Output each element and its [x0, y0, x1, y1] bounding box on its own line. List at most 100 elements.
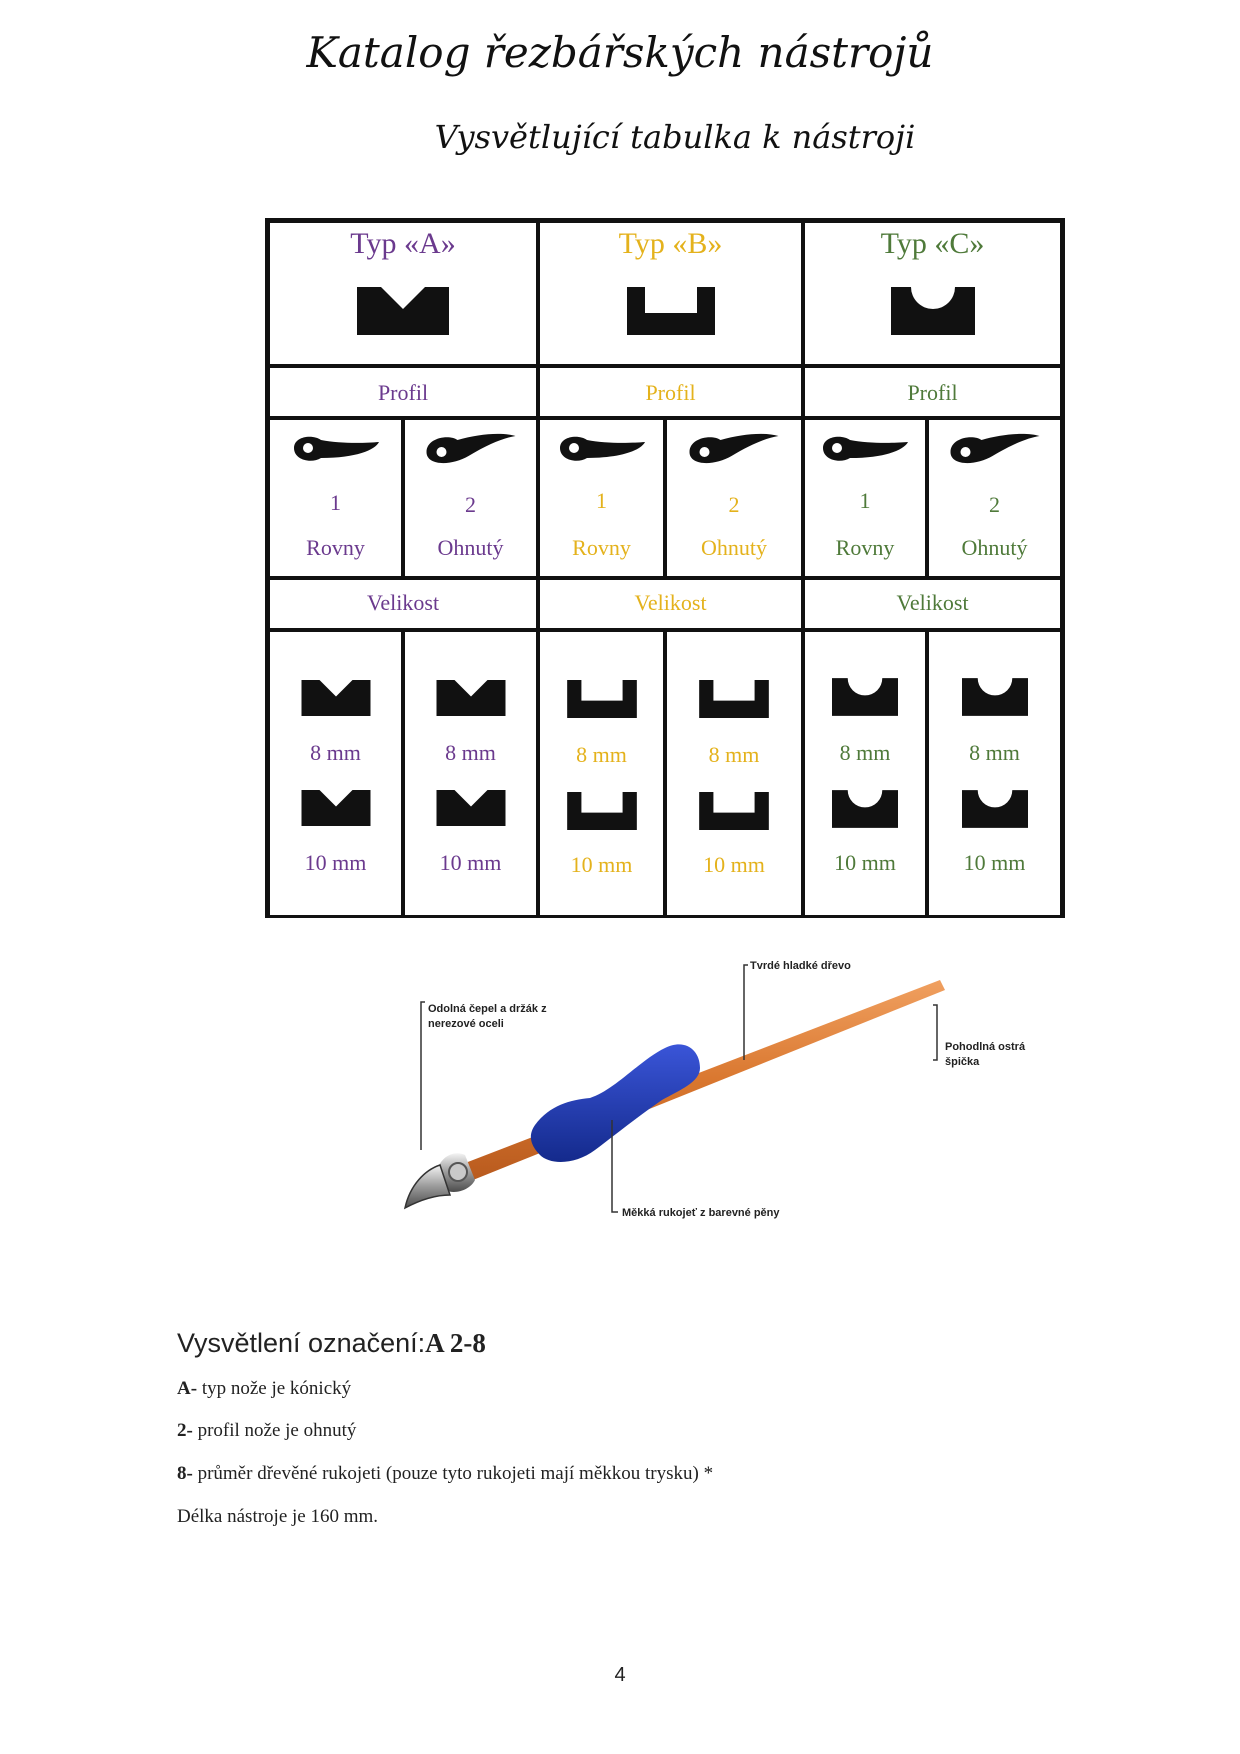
explanation-line: 2- profil nože je ohnutý — [177, 1420, 356, 1442]
curved-blade-icon — [426, 433, 515, 464]
round-profile-icon — [832, 678, 898, 716]
v-profile-icon — [301, 680, 370, 716]
explanation-code: A 2-8 — [425, 1328, 486, 1358]
type-c-size-8: 8 mm — [839, 740, 891, 765]
screw-icon — [448, 1162, 468, 1182]
type-a-sizes-1: 8 mm 10 mm — [268, 630, 403, 918]
u-profile-icon — [566, 792, 637, 830]
type-a-size-header: Velikost — [268, 578, 538, 630]
explanation-title: Vysvětlení označení:A 2-8 — [177, 1328, 486, 1359]
type-a-size-8: 8 mm — [445, 740, 496, 765]
steel-blade — [403, 1164, 452, 1210]
page-number: 4 — [614, 1664, 626, 1686]
tool-type-table: Typ «A» Profil 1 Rovny 2 Ohnutý Velikost… — [265, 218, 1065, 918]
type-a-size-10: 10 mm — [439, 850, 502, 875]
type-b-profile-label: Profil — [645, 380, 696, 405]
round-profile-icon — [961, 678, 1028, 716]
type-b-label: Typ «B» — [618, 227, 723, 260]
type-c-header: Typ «C» — [803, 221, 1062, 366]
type-c-size-label: Velikost — [896, 590, 969, 615]
type-c-blade-1: 1 Rovny — [803, 418, 927, 578]
type-b-blade-1-num: 1 — [596, 488, 607, 513]
type-a-blade-1-name: Rovny — [306, 535, 365, 560]
type-b-size-header: Velikost — [538, 578, 803, 630]
type-b-size-8: 8 mm — [576, 742, 627, 767]
curved-blade-icon — [950, 433, 1039, 464]
callout-tip-line2: špička — [945, 1056, 980, 1068]
callout-tip-line1: Pohodlná ostrá — [945, 1041, 1026, 1053]
type-a-blade-2: 2 Ohnutý — [403, 418, 538, 578]
callout-blade-line1: Odolná čepel a držák z — [428, 1003, 547, 1015]
straight-blade-icon — [823, 436, 908, 461]
v-profile-icon — [357, 287, 449, 335]
line-key: 2- — [177, 1420, 193, 1441]
line-text: profil nože je ohnutý — [192, 1420, 357, 1441]
type-a-profile-label: Profil — [377, 380, 429, 405]
foam-grip — [530, 1044, 700, 1162]
type-c-label: Typ «C» — [880, 227, 985, 260]
type-a-blade-1-num: 1 — [330, 490, 341, 515]
line-key: 8- — [177, 1463, 193, 1484]
explanation-line: 8- průměr dřevěné rukojeti (pouze tyto r… — [177, 1463, 713, 1485]
type-b-blade-1: 1 Rovny — [538, 418, 665, 578]
type-c-size-10: 10 mm — [963, 850, 1026, 875]
type-c-blade-2: 2 Ohnutý — [927, 418, 1062, 578]
type-a-blade-2-num: 2 — [465, 492, 476, 517]
type-c-blade-2-num: 2 — [989, 492, 1000, 517]
type-b-profile-header: Profil — [538, 366, 803, 418]
type-b-header: Typ «B» — [538, 221, 803, 366]
callout-wood: Tvrdé hladké dřevo — [750, 960, 851, 972]
type-b-sizes-2: 8 mm 10 mm — [665, 630, 803, 918]
type-b-blade-2: 2 Ohnutý — [665, 418, 803, 578]
explanation-line: Délka nástroje je 160 mm. — [177, 1506, 378, 1528]
type-c-blade-1-num: 1 — [859, 488, 871, 513]
u-profile-icon — [626, 287, 715, 335]
line-text: typ nože je kónický — [197, 1378, 352, 1399]
line-text: Délka nástroje je 160 mm. — [177, 1506, 379, 1527]
type-b-size-10: 10 mm — [703, 852, 765, 877]
round-profile-icon — [832, 790, 898, 828]
type-a-size-label: Velikost — [366, 590, 440, 615]
curved-blade-icon — [689, 433, 779, 464]
v-profile-icon — [301, 790, 370, 826]
page-subtitle: Vysvětlující tabulka k nástroji — [434, 118, 916, 156]
type-b-size-10: 10 mm — [570, 852, 633, 877]
type-c-size-header: Velikost — [803, 578, 1062, 630]
type-b-sizes-1: 8 mm 10 mm — [538, 630, 665, 918]
straight-blade-icon — [559, 436, 645, 461]
type-c-sizes-1: 8 mm 10 mm — [803, 630, 927, 918]
type-a-blade-2-name: Ohnutý — [437, 535, 504, 560]
type-c-sizes-2: 8 mm 10 mm — [927, 630, 1062, 918]
straight-blade-icon — [293, 436, 379, 461]
type-a-header: Typ «A» — [268, 221, 538, 366]
type-c-blade-1-name: Rovny — [835, 535, 895, 560]
explanation-line: A- typ nože je kónický — [177, 1378, 351, 1400]
type-b-size-label: Velikost — [634, 590, 707, 615]
explanation-title-prefix: Vysvětlení označení: — [177, 1328, 426, 1358]
type-b-size-8: 8 mm — [708, 742, 760, 767]
v-profile-icon — [436, 680, 505, 716]
v-profile-icon — [436, 790, 505, 826]
type-a-size-10: 10 mm — [304, 850, 367, 875]
type-c-size-10: 10 mm — [834, 850, 896, 875]
u-profile-icon — [699, 680, 769, 718]
type-a-size-8: 8 mm — [310, 740, 361, 765]
type-a-profile-header: Profil — [268, 366, 538, 418]
type-a-blade-1: 1 Rovny — [268, 418, 403, 578]
type-c-profile-header: Profil — [803, 366, 1062, 418]
round-profile-icon — [961, 790, 1028, 828]
page-title: Katalog řezbářských nástrojů — [306, 28, 934, 77]
line-text: průměr dřevěné rukojeti (pouze tyto ruko… — [192, 1463, 714, 1484]
type-b-blade-1-name: Rovny — [572, 535, 631, 560]
type-b-blade-2-num: 2 — [728, 492, 740, 517]
callout-grip: Měkká rukojeť z barevné pěny — [622, 1207, 780, 1219]
round-profile-icon — [890, 287, 975, 335]
type-c-profile-label: Profil — [907, 380, 958, 405]
line-key: A- — [177, 1378, 198, 1399]
type-a-sizes-2: 8 mm 10 mm — [403, 630, 538, 918]
type-b-blade-2-name: Ohnutý — [701, 535, 767, 560]
u-profile-icon — [699, 792, 769, 830]
carving-tool-image: Odolná čepel a držák z nerezové oceli Tv… — [403, 960, 1026, 1219]
u-profile-icon — [566, 680, 637, 718]
type-a-label: Typ «A» — [350, 227, 456, 260]
